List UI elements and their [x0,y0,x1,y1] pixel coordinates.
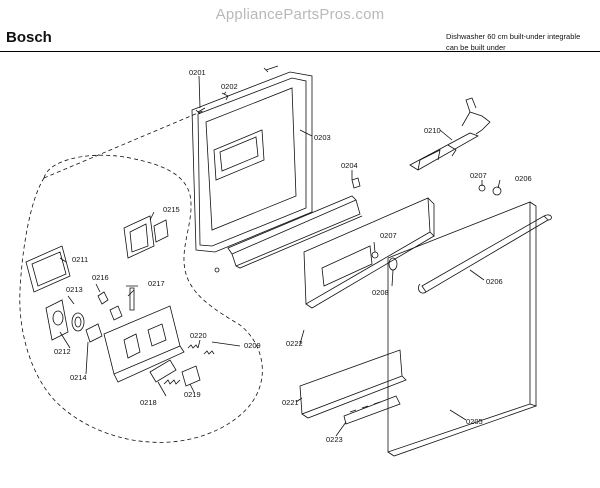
leader-lines [59,75,501,437]
label-0212: 0212 [54,347,71,356]
spring-0220b [203,350,215,355]
label-0206-top: 0206 [515,174,532,183]
cap-0206-top [492,186,502,196]
label-0204: 0204 [341,161,358,170]
part-0219 [181,365,201,387]
bracket-0210 [409,97,491,171]
label-0214: 0214 [70,373,87,382]
label-0209: 0209 [244,341,261,350]
control-group-outline [19,154,263,443]
label-0202: 0202 [221,82,238,91]
panel-0222 [303,197,435,309]
label-0217: 0217 [148,279,165,288]
label-0206-handle: 0206 [486,277,503,286]
part-0218 [149,359,177,383]
module-0215 [123,215,169,259]
label-0219: 0219 [184,390,201,399]
inner-door-0203 [191,71,363,273]
label-0207-top: 0207 [470,171,487,180]
screw-0201-a [195,107,206,115]
description-line-2: can be built under [446,43,506,52]
header-divider [0,51,600,52]
frame-0211 [25,245,71,293]
label-0203: 0203 [314,133,331,142]
strip-0221 [299,349,407,419]
model-description: Dishwasher 60 cm built-under integrable … [446,31,580,53]
description-line-1: Dishwasher 60 cm built-under integrable [446,32,581,41]
label-0223: 0223 [326,435,343,444]
label-0207-mid: 0207 [380,231,397,240]
label-0211: 0211 [72,255,88,264]
brand-title: Bosch [6,29,52,46]
door-handle-0206 [418,214,552,294]
washer-0207-mid [371,251,379,259]
label-0215: 0215 [163,205,180,214]
label-0218: 0218 [140,398,157,407]
front-panel-0205 [387,201,538,457]
label-0210: 0210 [424,126,441,135]
spring-0220a [187,344,199,349]
label-0213: 0213 [66,285,83,294]
label-0216: 0216 [92,273,109,282]
part-0216 [97,291,109,305]
knob-0212 [45,299,103,343]
watermark: AppliancePartsPros.com [215,6,385,23]
part-0217 [126,285,138,311]
label-0222: 0222 [286,339,303,348]
module-0214 [103,305,185,383]
label-0208: 0208 [372,288,389,297]
label-0220: 0220 [190,331,207,340]
handle-0223 [343,395,401,425]
spring-0218 [163,379,181,385]
label-0205: 0205 [466,417,483,426]
part-0204 [351,177,361,189]
label-0221: 0221 [282,398,299,407]
leader-dashed-0203 [43,109,206,179]
part-0217b [109,305,123,321]
label-0201: 0201 [189,68,206,77]
screw-0201-b [263,65,279,73]
